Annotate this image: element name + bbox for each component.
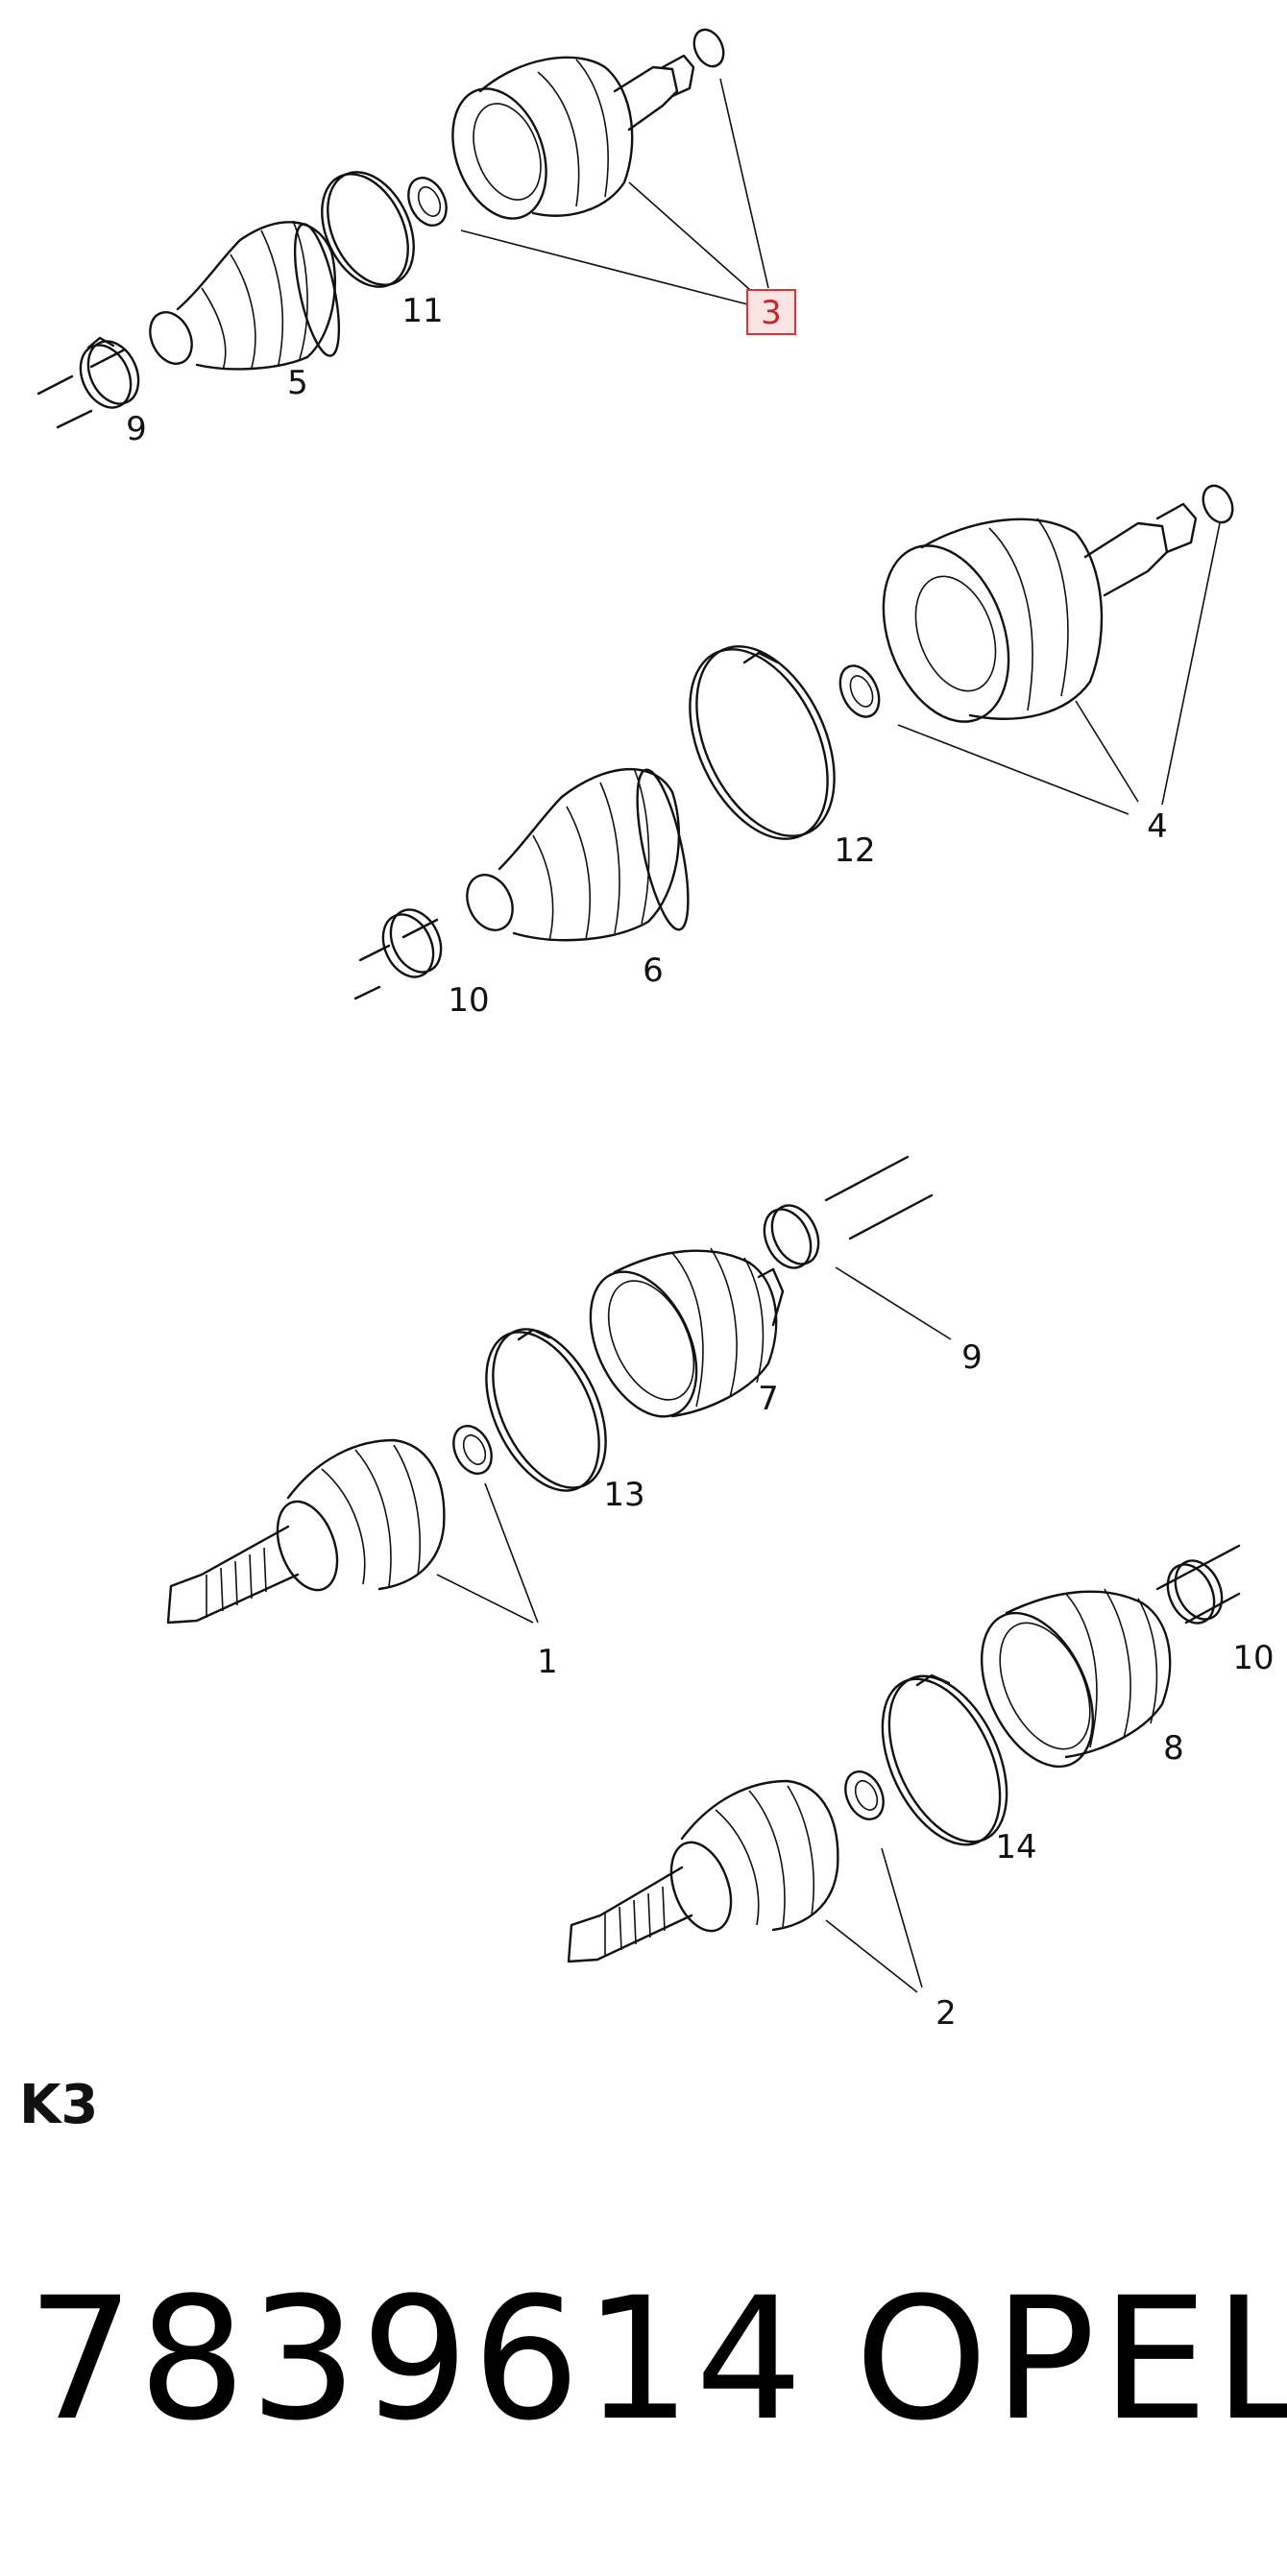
- assembly-b: [353, 484, 1234, 1000]
- shaft-axis-b: [353, 918, 439, 1000]
- callout-13[interactable]: 13: [603, 1476, 644, 1514]
- callout-10-bottom[interactable]: 10: [1232, 1639, 1274, 1677]
- leader-2: [825, 1847, 923, 1993]
- callout-10-mid[interactable]: 10: [448, 981, 489, 1020]
- leader-1-9: [436, 1266, 952, 1624]
- leader-4: [897, 522, 1221, 815]
- callout-8[interactable]: 8: [1163, 1729, 1184, 1768]
- ring-11: [321, 171, 415, 288]
- cv-joint-3: [451, 28, 725, 220]
- callout-1[interactable]: 1: [537, 1643, 558, 1681]
- circlip-top-small: [407, 177, 448, 227]
- assembly-a: [36, 28, 769, 429]
- part-number: 7839614: [27, 2261, 807, 2458]
- brand-name: OPEL: [855, 2261, 1287, 2458]
- ring-13: [485, 1328, 607, 1492]
- ring-14: [881, 1673, 1008, 1846]
- callout-6[interactable]: 6: [643, 951, 664, 990]
- callout-3-highlight-box[interactable]: [746, 289, 796, 335]
- boot-7: [589, 1247, 785, 1418]
- cv-joint-4: [882, 484, 1234, 723]
- boot-8: [980, 1588, 1172, 1769]
- callout-14[interactable]: 14: [995, 1828, 1036, 1866]
- circlip-d-small: [844, 1770, 885, 1820]
- cv-joint-2: [567, 1779, 839, 1963]
- clamp-9-mid: [763, 1204, 820, 1269]
- shaft-axis-d: [1155, 1544, 1241, 1625]
- boot-6: [466, 767, 690, 942]
- clamp-10-bottom: [1166, 1559, 1224, 1625]
- ring-12: [689, 645, 836, 840]
- callout-9-top[interactable]: 9: [126, 410, 147, 448]
- callout-5[interactable]: 5: [287, 364, 308, 402]
- boot-5: [149, 220, 341, 371]
- group-code: K3: [19, 2074, 99, 2136]
- assembly-d: [567, 1544, 1241, 1993]
- callout-11[interactable]: 11: [401, 292, 443, 330]
- circlip-c-small: [452, 1425, 493, 1475]
- cv-joint-1: [166, 1438, 446, 1625]
- shaft-axis-c: [824, 1155, 934, 1240]
- shaft-axis-a: [36, 348, 127, 429]
- callout-9-mid[interactable]: 9: [961, 1338, 983, 1377]
- callout-7[interactable]: 7: [758, 1380, 779, 1418]
- callout-4[interactable]: 4: [1147, 807, 1168, 846]
- leader-3: [460, 78, 769, 308]
- assembly-c: [166, 1155, 952, 1625]
- callout-2[interactable]: 2: [935, 1994, 957, 2033]
- callout-12[interactable]: 12: [834, 831, 875, 870]
- clamp-10-mid: [381, 908, 443, 978]
- callout-labels: 3 5 9 11 4 12 6 10 9 7 13 1 10 8 14 2: [126, 289, 1275, 2033]
- callout-3[interactable]: 3: [761, 294, 782, 332]
- circlip-mid-small: [838, 664, 881, 718]
- clamp-9-top: [79, 336, 140, 409]
